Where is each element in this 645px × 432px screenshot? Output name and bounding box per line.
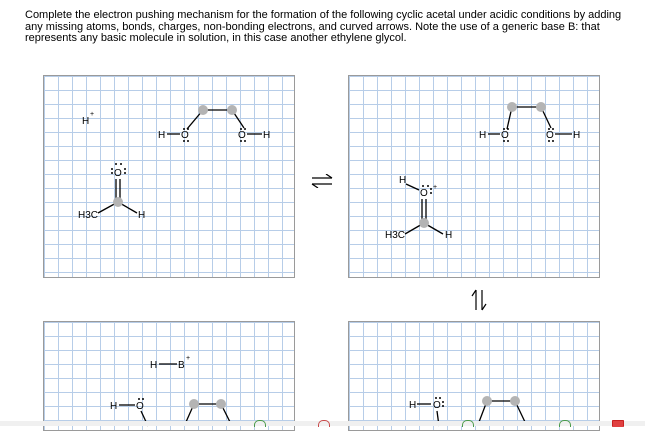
glycol-h-right: H	[263, 130, 270, 141]
glycol-o-right: O	[238, 130, 246, 141]
methyl-label: H3C	[78, 210, 98, 221]
toolbar-tool-icon[interactable]	[462, 420, 474, 427]
glycol-o-left: O	[181, 130, 189, 141]
glycol-h-left: H	[479, 130, 486, 141]
structure-drawing-1: H + H O O H O H3C H	[78, 105, 270, 221]
aldehyde-h: H	[138, 210, 145, 221]
aldehyde-h: H	[445, 230, 452, 241]
mechanism-canvas-2[interactable]: H O O H H O + H3C H	[348, 75, 600, 278]
instructions-text: Complete the electron pushing mechanism …	[25, 9, 622, 44]
proton-h: H	[82, 116, 89, 127]
hydroxyl-h: H	[110, 401, 117, 412]
oxonium-o: O	[420, 188, 428, 199]
mechanism-canvas-1[interactable]: H + H O O H O H3C H	[43, 75, 295, 278]
structure-drawing-3: H B + H O	[110, 355, 231, 427]
proton-charge: +	[90, 111, 94, 118]
hydroxyl-o: O	[136, 401, 144, 412]
equilibrium-arrow-horizontal	[311, 174, 333, 188]
oxonium-h: H	[399, 175, 406, 186]
methyl-label: H3C	[385, 230, 405, 241]
glycol-o-right: O	[546, 130, 554, 141]
base-h: H	[150, 360, 157, 371]
mechanism-canvas-4[interactable]: H O	[348, 321, 600, 431]
toolbar-tool-icon[interactable]	[318, 420, 330, 427]
base-b: B	[178, 360, 185, 371]
glycol-o-left: O	[501, 130, 509, 141]
structure-drawing-2: H O O H H O + H3C H	[385, 102, 580, 241]
equilibrium-arrow-vertical	[471, 289, 487, 311]
carbonyl-o: O	[114, 168, 122, 179]
structure-drawing-4: H O	[409, 396, 526, 427]
base-charge: +	[186, 355, 190, 362]
close-icon[interactable]	[612, 420, 624, 427]
toolbar-tool-icon[interactable]	[559, 420, 571, 427]
oxonium-charge: +	[433, 184, 437, 191]
mechanism-canvas-3[interactable]: H B + H O	[43, 321, 295, 431]
glycol-h-right: H	[573, 130, 580, 141]
hydroxyl-h: H	[409, 400, 416, 411]
glycol-h-left: H	[158, 130, 165, 141]
toolbar-tool-icon[interactable]	[254, 420, 266, 427]
hydroxyl-o: O	[433, 400, 441, 411]
